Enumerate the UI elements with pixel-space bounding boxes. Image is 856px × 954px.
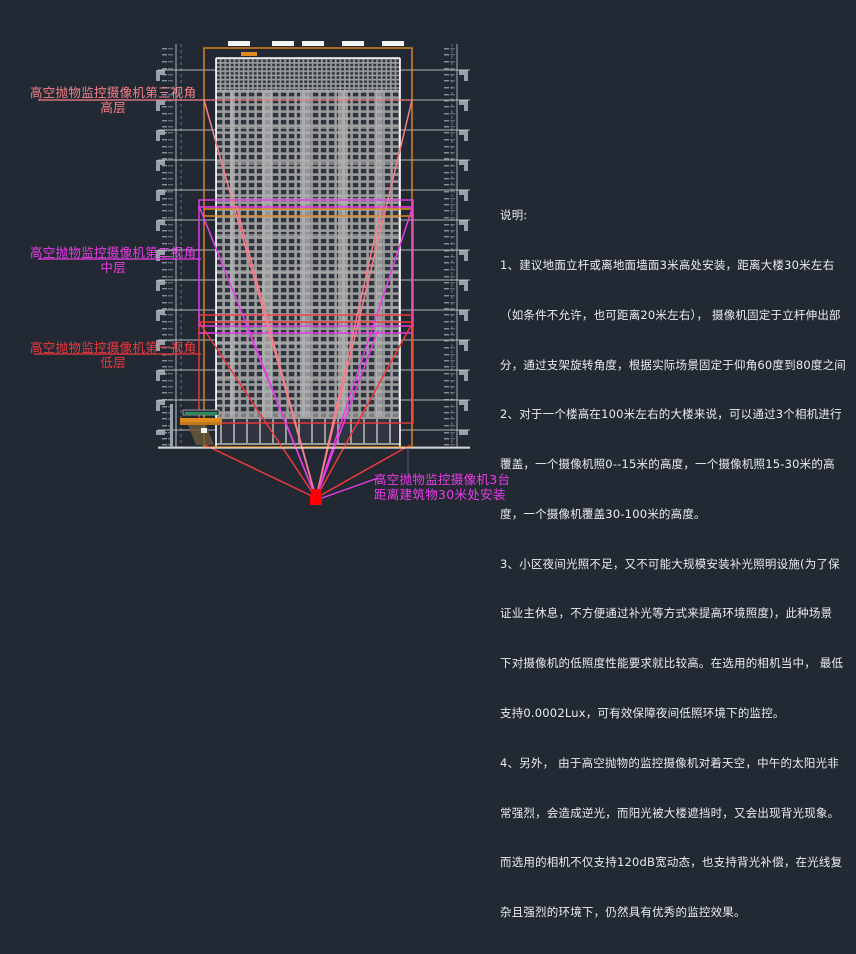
annotation-view-low: 高空抛物监控摄像机第一视角 低层 xyxy=(30,340,196,370)
notes-line: 2、对于一个楼高在100米左右的大楼来说，可以通过3个相机进行 xyxy=(500,407,842,422)
annotation-camera-line1: 高空抛物监控摄像机3台 xyxy=(374,472,511,487)
annotation-view-mid-line1: 高空抛物监控摄像机第二视角 xyxy=(30,245,197,260)
notes-line: 常强烈，会造成逆光，而阳光被大楼遮挡时，又会出现背光现象。 xyxy=(500,805,840,820)
notes-line: 下对摄像机的低照度性能要求就比较高。在选用的相机当中， 最低 xyxy=(500,656,844,671)
notes-line: 3、小区夜间光照不足，又不可能大规模安装补光照明设施(为了保 xyxy=(500,556,840,571)
annotation-view-high: 高空抛物监控摄像机第三视角 高层 xyxy=(30,85,196,115)
canvas-background xyxy=(0,0,856,531)
notes-line: 证业主休息，不方便通过补光等方式来提高环境照度)，此种场景 xyxy=(500,606,833,621)
annotation-view-high-line1: 高空抛物监控摄像机第三视角 xyxy=(30,85,197,100)
notes-title: 说明: xyxy=(500,208,528,223)
notes-line: 而选用的相机不仅支持120dB宽动态，也支持背光补偿，在光线复 xyxy=(500,855,843,870)
notes-line: 度，一个摄像机覆盖30-100米的高度。 xyxy=(500,506,706,521)
view-cone-mid xyxy=(198,205,414,499)
view-cone-high xyxy=(203,99,413,499)
annotation-view-low-line1: 高空抛物监控摄像机第一视角 xyxy=(30,340,197,355)
cad-vector-drawing xyxy=(0,0,856,531)
notes-line: 1、建议地面立杆或离地面墙面3米高处安装，距离大楼30米左右 xyxy=(500,257,835,272)
entrance-canopy-detail xyxy=(170,404,222,448)
zone-low-boundary xyxy=(198,314,414,424)
camera-leader-line xyxy=(321,477,379,499)
notes-line: 覆盖，一个摄像机照0--15米的高度，一个摄像机照15-30米的高 xyxy=(500,457,835,472)
annotation-view-low-line2: 低层 xyxy=(100,355,126,370)
cad-drawing-canvas: 高空抛物监控摄像机第三视角 高层 高空抛物监控摄像机第二视角 中层 高空抛物监控… xyxy=(0,0,856,920)
camera-marker xyxy=(310,489,322,505)
right-elevation-column xyxy=(443,44,468,448)
notes-block: 说明: 1、建议地面立杆或离地面墙面3米高处安装，距离大楼30米左右 （如条件不… xyxy=(500,174,852,954)
annotation-view-mid-line2: 中层 xyxy=(100,260,126,275)
notes-line: 杂且强烈的环境下，仍然具有优秀的监控效果。 xyxy=(500,905,746,920)
annotation-view-high-line2: 高层 xyxy=(100,100,126,115)
annotation-camera-position: 高空抛物监控摄像机3台 距离建筑物30米处安装 xyxy=(374,472,510,502)
roof-units xyxy=(228,41,404,56)
annotation-camera-line2: 距离建筑物30米处安装 xyxy=(374,487,506,502)
annotation-view-mid: 高空抛物监控摄像机第二视角 中层 xyxy=(30,245,196,275)
left-elevation-column xyxy=(156,44,182,448)
notes-line: 支持0.0002Lux，可有效保障夜间低照环境下的监控。 xyxy=(500,706,785,720)
notes-line: （如条件不允许，也可距离20米左右）， 摄像机固定于立杆伸出部 xyxy=(500,307,841,322)
notes-line: 4、另外， 由于高空抛物的监控摄像机对着天空，中午的太阳光非 xyxy=(500,755,839,770)
notes-line: 分，通过支架旋转角度，根据实际场景固定于仰角60度到80度之间 xyxy=(500,357,846,372)
view-cone-low xyxy=(198,321,414,499)
